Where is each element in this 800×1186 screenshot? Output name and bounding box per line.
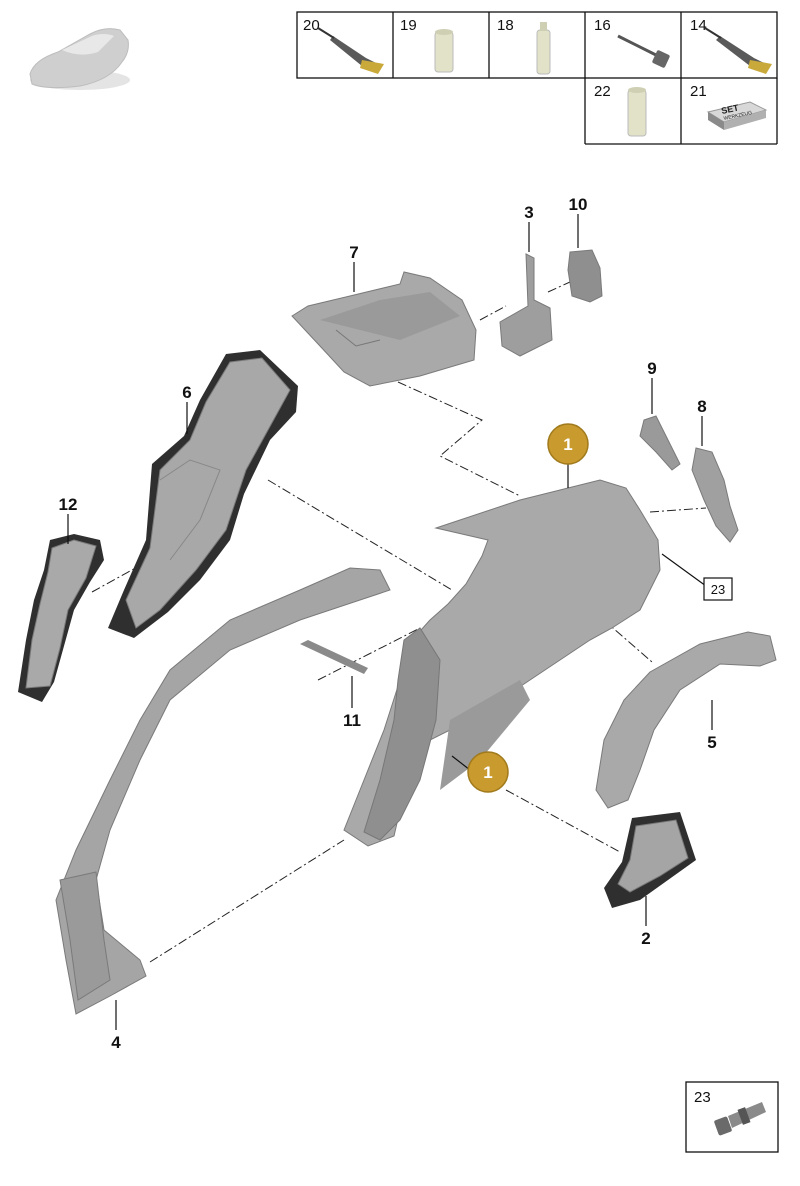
tool-number: 21 — [690, 83, 707, 100]
tool-set-box-icon: SET WERKZEUG — [706, 101, 768, 130]
part-label-5: 5 — [707, 733, 716, 752]
part-labels: 7 3 10 6 12 9 8 5 2 11 4 — [59, 195, 717, 1052]
part-1-side-panel[interactable] — [343, 479, 661, 847]
tool-number: 14 — [690, 17, 707, 34]
part-7-rear-shelf-panel[interactable] — [291, 271, 477, 387]
part-label-9: 9 — [647, 359, 656, 378]
sealant-can-icon — [434, 29, 454, 73]
part-label-11: 11 — [343, 711, 361, 730]
part-10-reinforcement-plate[interactable] — [567, 249, 603, 303]
part-8-hinge-bracket-large[interactable] — [691, 447, 739, 543]
tool-cell-20[interactable]: 20 — [303, 17, 384, 74]
rivet-pin-icon — [617, 34, 670, 68]
fastener-box-23[interactable]: 23 — [685, 1081, 779, 1153]
tool-cell-18[interactable]: 18 — [497, 17, 551, 75]
part-label-10: 10 — [569, 195, 588, 214]
adhesive-cartridge-icon — [704, 27, 772, 74]
sealant-can-icon — [627, 87, 647, 137]
tool-cell-19[interactable]: 19 — [400, 17, 454, 73]
tool-table: 20 19 18 16 — [296, 11, 778, 145]
part-11-sealing-strip[interactable] — [300, 640, 368, 674]
tool-cell-21[interactable]: 21 SET WERKZEUG — [690, 83, 768, 130]
part-label-3: 3 — [524, 203, 533, 222]
tool-number: 16 — [594, 17, 611, 34]
reference-box-23[interactable]: 23 — [703, 577, 733, 601]
tool-number: 18 — [497, 17, 514, 34]
sealant-tube-icon — [536, 22, 551, 75]
callout-number: 1 — [563, 435, 572, 454]
part-6-c-pillar-inner[interactable] — [108, 350, 298, 638]
part-label-6: 6 — [182, 383, 191, 402]
part-5-wheel-arch-liner[interactable] — [595, 631, 777, 809]
bolt-icon — [714, 1102, 766, 1136]
vehicle-thumbnail-icon — [29, 28, 130, 90]
tool-set-label: SET — [720, 102, 740, 116]
part-9-hinge-bracket-small[interactable] — [639, 415, 681, 471]
part-label-7: 7 — [349, 243, 358, 262]
tool-cell-22[interactable]: 22 — [594, 83, 647, 137]
adhesive-cartridge-icon — [317, 27, 384, 74]
leader-lines — [67, 214, 713, 1030]
fastener-number: 23 — [694, 1089, 711, 1106]
tool-cell-16[interactable]: 16 — [594, 17, 670, 68]
tool-number: 19 — [400, 17, 417, 34]
callout-number: 1 — [483, 763, 492, 782]
callout-1-lower[interactable]: 1 — [467, 751, 509, 793]
part-4-a-pillar-roof-frame[interactable] — [55, 567, 391, 1015]
tool-set-sublabel: WERKZEUG — [723, 110, 753, 122]
callout-1-upper[interactable]: 1 — [547, 423, 589, 465]
tool-number: 20 — [303, 17, 320, 34]
tool-number: 22 — [594, 83, 611, 100]
part-12-b-pillar-reinforcement[interactable] — [18, 534, 104, 702]
reference-number: 23 — [711, 582, 725, 597]
part-label-2: 2 — [641, 929, 650, 948]
part-label-8: 8 — [697, 397, 706, 416]
tool-cell-14[interactable]: 14 — [690, 17, 772, 74]
part-3-bracket-upper[interactable] — [499, 253, 553, 357]
part-label-12: 12 — [59, 495, 78, 514]
part-label-4: 4 — [111, 1033, 121, 1052]
part-2-bracket-lower-rear[interactable] — [604, 812, 696, 908]
